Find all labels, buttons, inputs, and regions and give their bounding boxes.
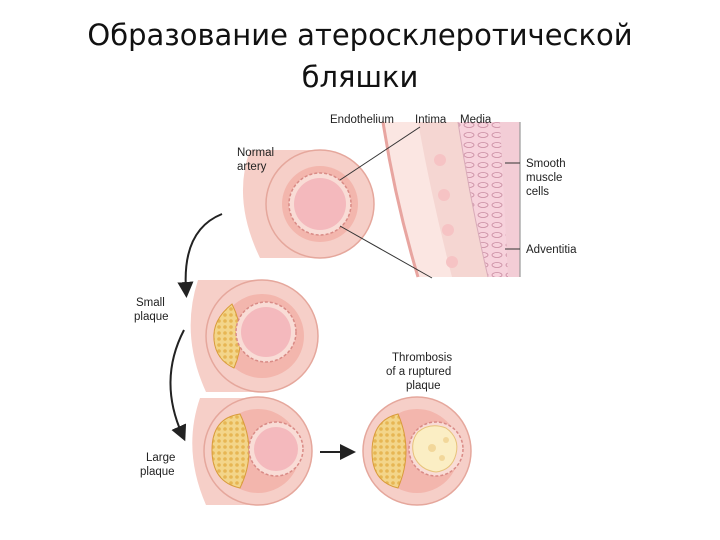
label-intima: Intima — [415, 114, 447, 126]
label-thrombosis-line3: plaque — [406, 380, 441, 392]
label-normal-artery-line1: Normal — [237, 147, 274, 159]
label-large-plaque-line2: plaque — [140, 466, 175, 478]
label-smooth-muscle-line1: Smooth — [526, 158, 566, 170]
label-thrombosis-line2: of a ruptured — [386, 366, 451, 378]
label-smooth-muscle-line2: muscle — [526, 172, 562, 184]
label-small-plaque-line1: Small — [136, 297, 165, 309]
label-large-plaque-line1: Large — [146, 452, 175, 464]
large-plaque-illustration — [192, 397, 312, 505]
label-thrombosis-line1: Thrombosis — [392, 352, 452, 364]
label-small-plaque-line2: plaque — [134, 311, 169, 323]
label-normal-artery-line2: artery — [237, 161, 267, 173]
label-media: Media — [460, 114, 492, 126]
label-smooth-muscle-line3: cells — [526, 186, 549, 198]
label-endothelium: Endothelium — [330, 114, 394, 126]
thrombosis-illustration — [363, 397, 471, 505]
small-plaque-illustration — [191, 280, 318, 392]
magnified-wall-section — [383, 122, 520, 277]
label-adventitia: Adventitia — [526, 244, 577, 256]
